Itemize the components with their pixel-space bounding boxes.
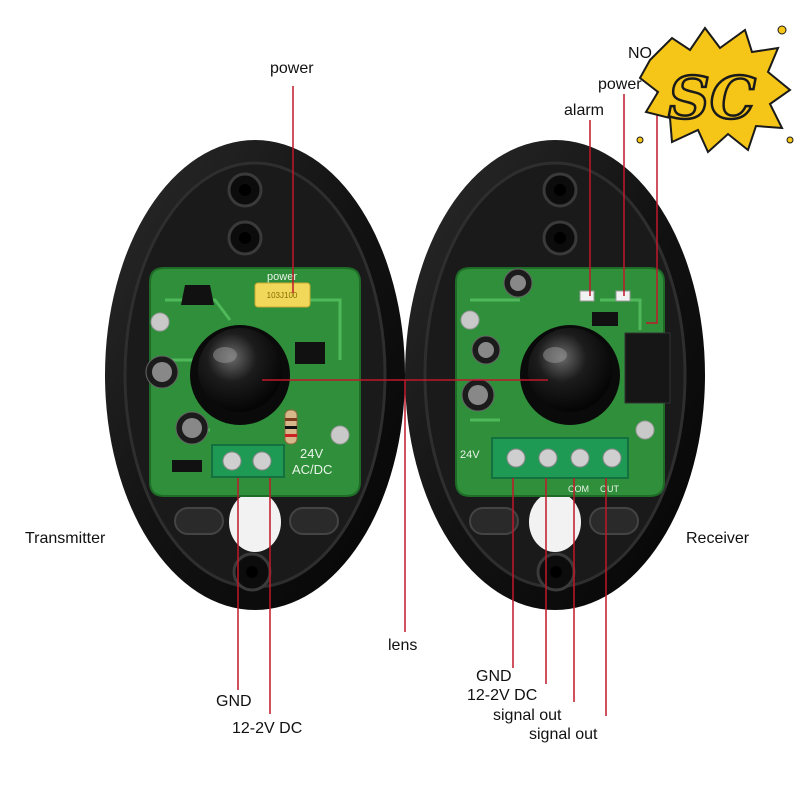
logo-text: SC xyxy=(668,64,756,132)
pcb-rx-voltage: 24V xyxy=(460,449,480,461)
pcb-power-silk: power xyxy=(267,271,297,283)
label-rx-signal-1: signal out xyxy=(493,707,562,724)
transmitter-lens-icon xyxy=(190,325,290,425)
label-transmitter: Transmitter xyxy=(25,530,106,547)
label-rx-alarm: alarm xyxy=(564,102,605,119)
label-tx-gnd: GND xyxy=(216,693,252,710)
label-rx-no: NO xyxy=(628,45,652,62)
receiver-lens-icon xyxy=(520,325,620,425)
label-receiver: Receiver xyxy=(686,530,750,547)
label-rx-power: power xyxy=(598,76,642,93)
label-lens: lens xyxy=(388,637,418,654)
label-rx-supply: 12-2V DC xyxy=(467,687,538,704)
label-tx-power: power xyxy=(270,60,314,77)
callout-lines xyxy=(237,60,658,716)
transmitter-unit: 103J100 power 24V xyxy=(105,140,405,610)
svg-text:103J100: 103J100 xyxy=(267,291,298,300)
label-tx-supply: 12-2V DC xyxy=(232,720,303,737)
receiver-unit: 24V COM OUT xyxy=(405,140,705,610)
pcb-tx-voltage: 24V xyxy=(300,446,323,461)
pcb-tx-acdc: AC/DC xyxy=(292,462,332,477)
pcb-rx-out: OUT xyxy=(600,484,620,494)
label-rx-gnd: GND xyxy=(476,668,512,685)
pcb-rx-com: COM xyxy=(568,484,589,494)
sc-splash-logo: SC xyxy=(636,25,794,154)
rx-no-callout-line xyxy=(646,60,658,324)
label-rx-signal-2: signal out xyxy=(529,726,598,743)
